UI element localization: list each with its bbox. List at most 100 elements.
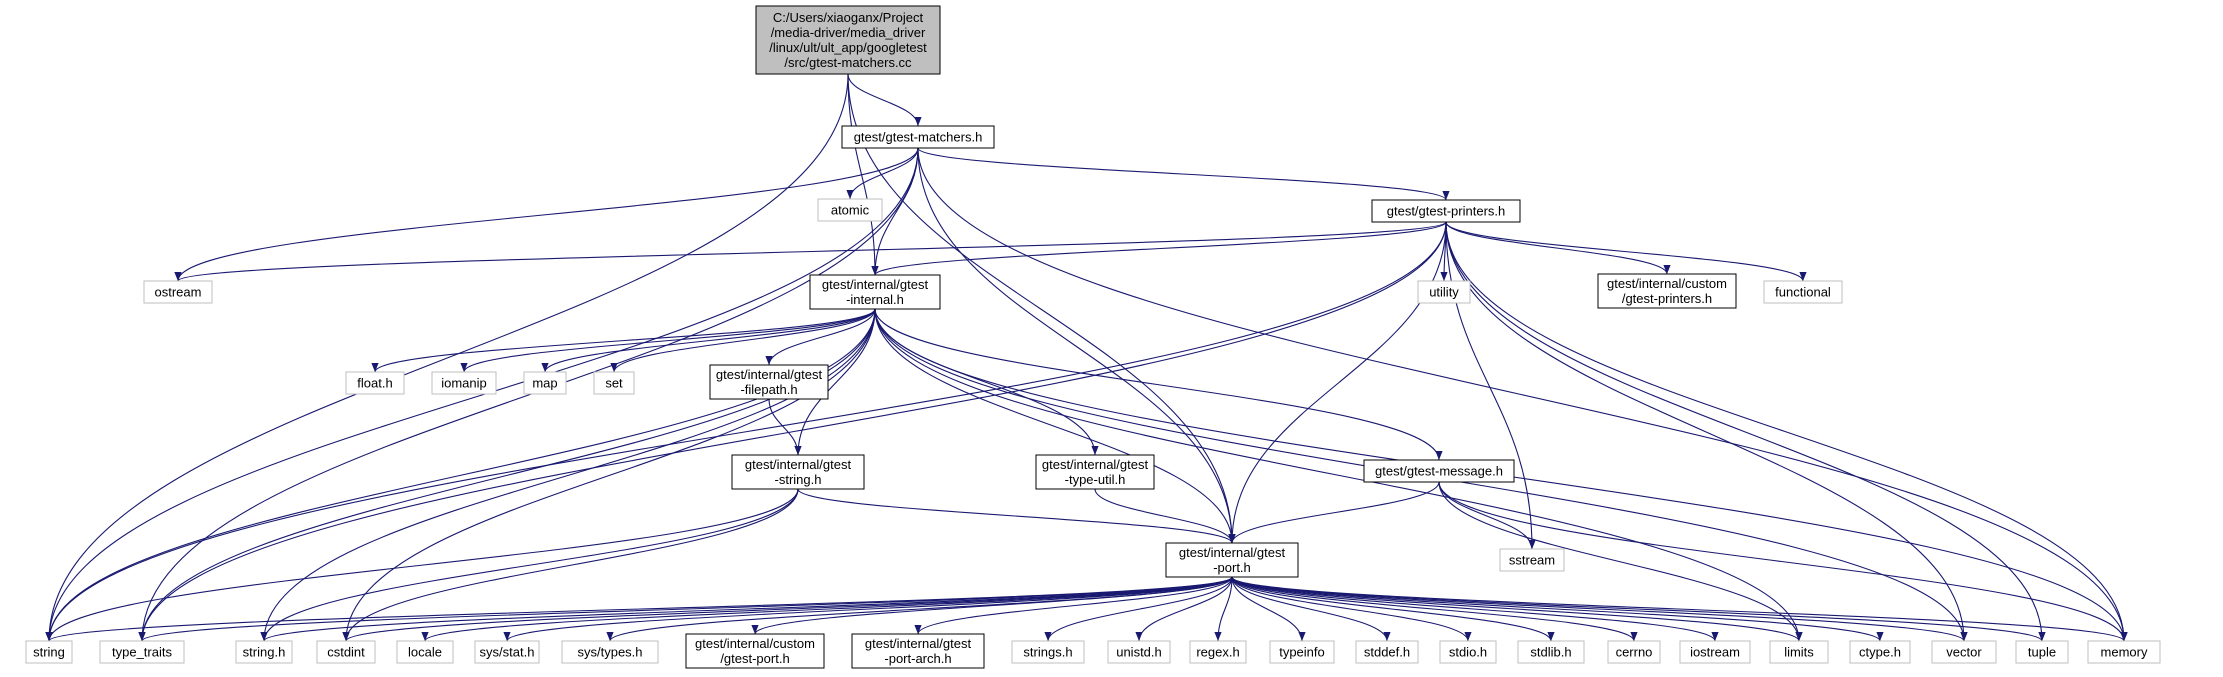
edge-port-to-unistd [1135, 576, 1233, 642]
node-label-line: -internal.h [846, 292, 904, 307]
node-tuple: tuple [2015, 640, 2069, 664]
node-label-line: /gtest-printers.h [1622, 291, 1712, 306]
node-utility: utility [1417, 280, 1471, 304]
edge-printers-to-port [1228, 221, 1447, 544]
node-gtest-internal-gtest-internal-h[interactable]: gtest/internal/gtest-internal.h [809, 274, 941, 310]
node-iostream: iostream [1679, 640, 1751, 664]
node-box [731, 454, 865, 490]
node-gtest-gtest-printers-h[interactable]: gtest/gtest-printers.h [1371, 199, 1521, 223]
node-functional: functional [1763, 280, 1843, 304]
node-cerrno: cerrno [1607, 640, 1661, 664]
node-label-line: iostream [1690, 645, 1740, 660]
edge-port-to-memory [1231, 576, 2128, 642]
node-label-line: type_traits [112, 645, 172, 660]
node-box [1931, 640, 1997, 664]
edge-printers-to-internal [871, 221, 1447, 276]
node-label-line: stddef.h [1364, 645, 1410, 660]
edge-root-to-string [45, 73, 849, 642]
edge-port-to-vector [1231, 576, 1968, 642]
edge-message-to-memory [1438, 481, 2128, 642]
node-box [99, 640, 185, 664]
edge-gstring-to-string [45, 488, 799, 642]
node-box [841, 125, 995, 149]
node-box [709, 364, 829, 400]
node-sstream: sstream [1499, 548, 1565, 572]
node-label-line: tuple [2028, 645, 2056, 660]
node-gtest-internal-gtest-filepath-h[interactable]: gtest/internal/gtest-filepath.h [709, 364, 829, 400]
node-label-line: gtest/internal/gtest [865, 636, 972, 651]
node-label-line: gtest/gtest-printers.h [1387, 204, 1506, 219]
node-box [1679, 640, 1751, 664]
node-gtest-internal-gtest-string-h[interactable]: gtest/internal/gtest-string.h [731, 454, 865, 490]
edge-port-to-tuple [1231, 576, 2046, 642]
node-box [1363, 459, 1515, 483]
node-strings-h: strings.h [1011, 640, 1085, 664]
node-box [1165, 542, 1299, 578]
edge-internal-to-message [874, 308, 1443, 461]
node-label-line: sys/stat.h [480, 645, 535, 660]
edge-port-to-sysstat [503, 576, 1233, 642]
edge-gstring-to-cstdint [342, 488, 799, 642]
edge-printers-to-vector [1445, 221, 1968, 642]
edge-internal-to-iomanip [460, 308, 876, 373]
node-map: map [523, 371, 567, 395]
node-gtest-internal-custom-gtest-printers-h[interactable]: gtest/internal/custom/gtest-printers.h [1597, 273, 1737, 309]
node-box [1607, 640, 1661, 664]
node-box [25, 640, 73, 664]
node-sys-stat-h: sys/stat.h [474, 640, 540, 664]
node-locale: locale [396, 640, 454, 664]
node-gtest-internal-custom-gtest-port-h[interactable]: gtest/internal/custom/gtest-port.h [685, 633, 825, 669]
edge-port-to-portarch [914, 576, 1233, 635]
node-gtest-gtest-matchers-h[interactable]: gtest/gtest-matchers.h [841, 125, 995, 149]
edge-matchers-to-port [917, 147, 1236, 544]
edge-root-to-matchers [847, 73, 922, 127]
node-set: set [593, 371, 635, 395]
node-box [235, 640, 293, 664]
node-gtest-internal-gtest-port-arch-h[interactable]: gtest/internal/gtest-port-arch.h [851, 633, 985, 669]
node-box [2015, 640, 2069, 664]
node-box [817, 198, 883, 222]
edge-port-to-stringsh [1044, 576, 1233, 642]
node-box [1439, 640, 1497, 664]
node-string-h: string.h [235, 640, 293, 664]
node-label-line: functional [1775, 285, 1831, 300]
edge-port-to-cerrno [1231, 576, 1638, 642]
node-label-line: /gtest-port.h [720, 651, 789, 666]
node-gtest-internal-gtest-type-util-h[interactable]: gtest/internal/gtest-type-util.h [1035, 454, 1155, 490]
node-box [345, 371, 405, 395]
node-gtest-gtest-message-h[interactable]: gtest/gtest-message.h [1363, 459, 1515, 483]
node-stdlib-h: stdlib.h [1517, 640, 1585, 664]
edge-printers-to-sstream [1445, 221, 1536, 550]
node-label-line: stdio.h [1449, 645, 1487, 660]
node-box [1499, 548, 1565, 572]
edge-port-to-typeinfo [1231, 576, 1306, 642]
edge-printers-to-memory [1445, 221, 2128, 642]
node-label-line: regex.h [1196, 645, 1239, 660]
node-gtest-internal-gtest-port-h[interactable]: gtest/internal/gtest-port.h [1165, 542, 1299, 578]
node-box [1763, 280, 1843, 304]
node-label-line: -type-util.h [1065, 472, 1126, 487]
node-stdio-h: stdio.h [1439, 640, 1497, 664]
node-vector: vector [1931, 640, 1997, 664]
node-box [143, 280, 213, 304]
edge-port-to-locale [421, 576, 1233, 642]
node-label-line: iomanip [441, 376, 487, 391]
node-c-users-xiaoganx-project-media-driver-media-driver-linux-ult-ult-app-googletest-src-gtest-matchers-cc[interactable]: C:/Users/xiaoganx/Project/media-driver/m… [755, 5, 941, 75]
edge-internal-to-limits [874, 308, 1803, 642]
node-box [431, 371, 497, 395]
node-label-line: string.h [243, 645, 286, 660]
node-layer: C:/Users/xiaoganx/Project/media-driver/m… [25, 5, 2161, 669]
node-box [1107, 640, 1171, 664]
node-regex-h: regex.h [1189, 640, 1247, 664]
edge-port-to-stdlib [1231, 576, 1555, 642]
edge-internal-to-stringh [260, 308, 876, 642]
node-cstdint: cstdint [316, 640, 376, 664]
node-float-h: float.h [345, 371, 405, 395]
node-label-line: -string.h [775, 472, 822, 487]
node-box [396, 640, 454, 664]
node-box [593, 371, 635, 395]
node-label-line: stdlib.h [1530, 645, 1571, 660]
node-label-line: ctype.h [1859, 645, 1901, 660]
node-label-line: sys/types.h [577, 645, 642, 660]
node-label-line: -port-arch.h [884, 651, 951, 666]
